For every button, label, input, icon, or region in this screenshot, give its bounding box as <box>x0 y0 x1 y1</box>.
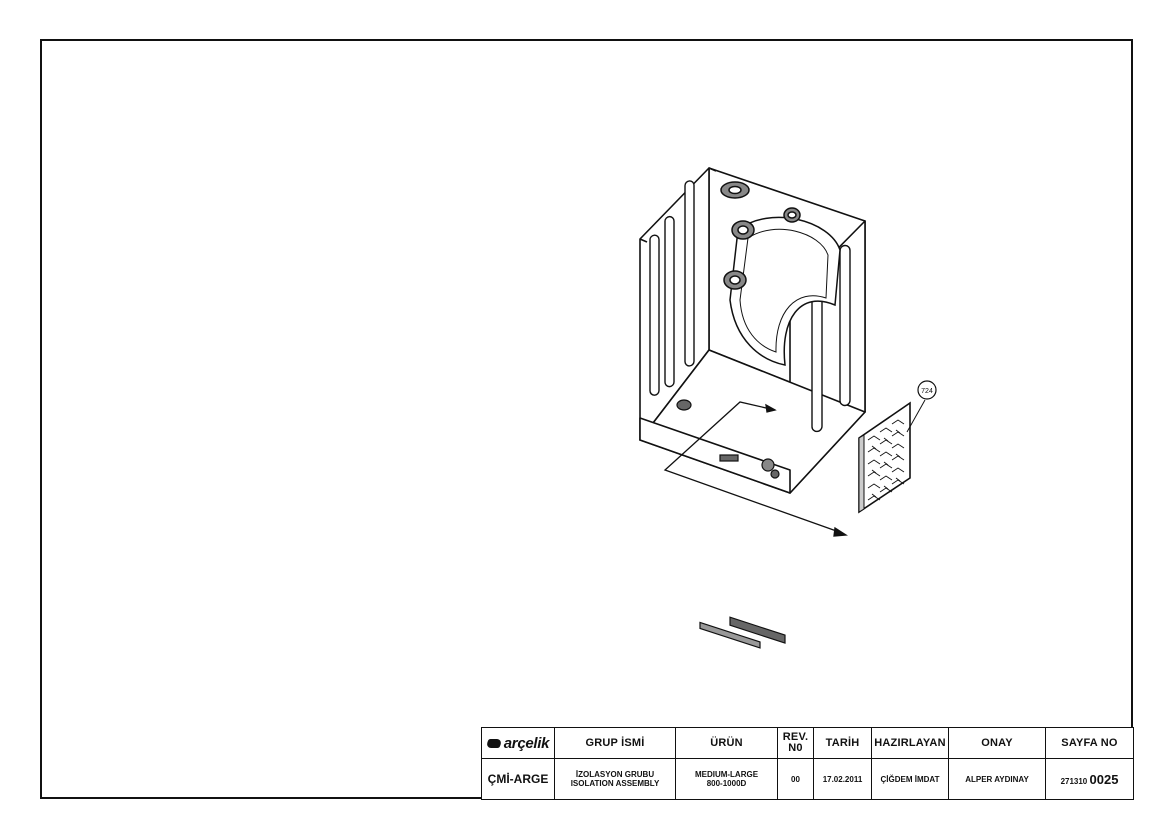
header-group-name: GRUP İSMİ <box>554 727 676 759</box>
product-value: MEDIUM-LARGE 800-1000D <box>675 758 778 800</box>
product-line1: MEDIUM-LARGE <box>694 770 759 779</box>
page-no-suffix: 0025 <box>1089 771 1119 787</box>
header-product: ÜRÜN <box>675 727 778 759</box>
date-value: 17.02.2011 <box>813 758 872 800</box>
base-details <box>676 399 786 649</box>
assembly-arrows <box>663 401 848 537</box>
page-no-prefix: 271310 <box>1060 776 1088 786</box>
page-no-value: 271310 0025 <box>1045 758 1134 800</box>
header-rev-no: REV. N0 <box>777 727 814 759</box>
group-name-en: ISOLATION ASSEMBLY <box>570 779 660 788</box>
logo-text: arçelik <box>503 734 550 752</box>
rev-no-value: 00 <box>777 758 814 800</box>
product-line2: 800-1000D <box>706 779 747 788</box>
callout-label: 724 <box>921 388 933 395</box>
title-block-header-row: arçelik GRUP İSMİ ÜRÜN REV. N0 TARİH HAZ… <box>481 727 1134 759</box>
approval-value: ALPER AYDINAY <box>948 758 1046 800</box>
drum-opening <box>720 181 841 366</box>
title-block-value-row: ÇMİ-ARGE İZOLASYON GRUBU ISOLATION ASSEM… <box>481 758 1134 800</box>
logo-cell: arçelik <box>481 727 555 759</box>
group-name-value: İZOLASYON GRUBU ISOLATION ASSEMBLY <box>554 758 676 800</box>
header-approval: ONAY <box>948 727 1046 759</box>
header-prepared-by: HAZIRLAYAN <box>871 727 949 759</box>
prepared-by-value: ÇİĞDEM İMDAT <box>871 758 949 800</box>
title-block: arçelik GRUP İSMİ ÜRÜN REV. N0 TARİH HAZ… <box>481 727 1134 800</box>
logo-mark-icon <box>485 738 503 748</box>
side-panel-ribs <box>649 180 851 433</box>
brand-logo: arçelik <box>485 734 550 752</box>
header-date: TARİH <box>813 727 872 759</box>
department-value: ÇMİ-ARGE <box>481 758 555 800</box>
part-callout: 724 <box>917 380 937 400</box>
isolation-panel <box>858 399 926 514</box>
header-page-no: SAYFA NO <box>1045 727 1134 759</box>
group-name-tr: İZOLASYON GRUBU <box>575 770 655 779</box>
